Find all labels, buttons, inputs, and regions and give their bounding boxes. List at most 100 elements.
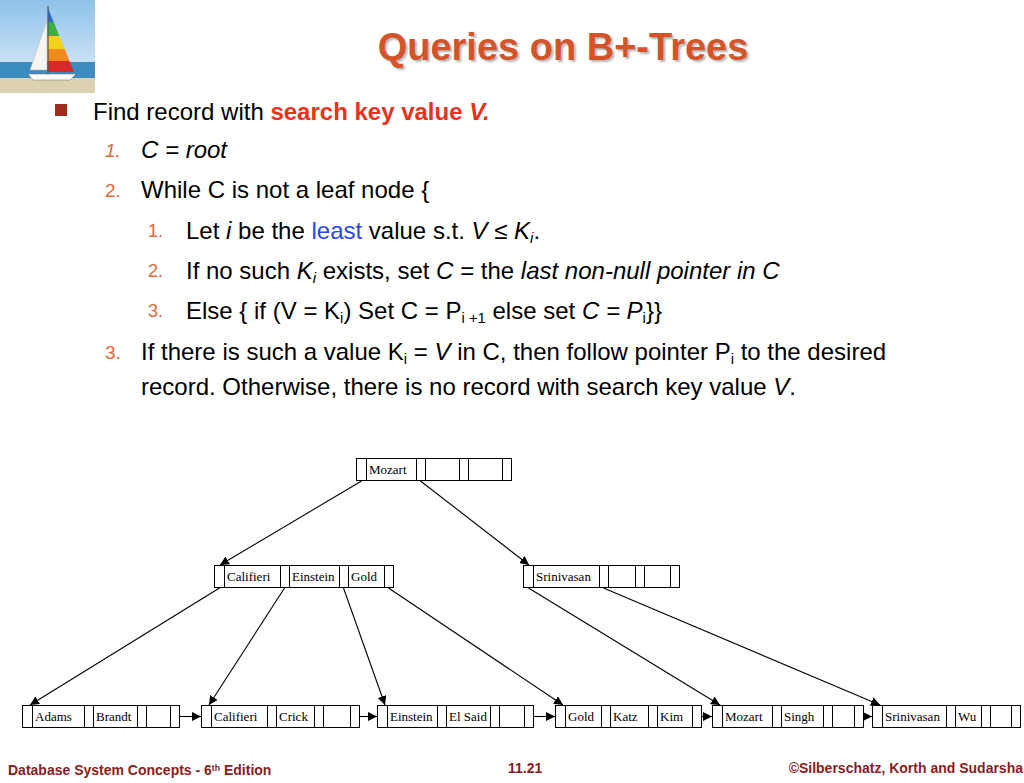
empty-key-slot: [323, 706, 350, 727]
search-key: Singh: [781, 706, 823, 727]
algorithm-text: If no such: [186, 257, 290, 284]
algorithm-text: Database System Concepts - 6: [8, 762, 212, 778]
pointer-slot: [378, 706, 387, 727]
jib-sail: [30, 20, 47, 70]
step-number: 2.: [105, 177, 121, 204]
pointer-slot: [357, 459, 366, 480]
algorithm-text: search key value: [270, 98, 462, 125]
algorithm-text: = the: [460, 257, 514, 284]
leaf-node: Einstein El Said: [377, 705, 534, 728]
search-key: Srinivasan: [533, 566, 599, 587]
pointer-slot: [202, 706, 211, 727]
search-key: Einstein: [387, 706, 437, 727]
algorithm-text: in C, then follow pointer P: [457, 338, 730, 365]
leaf-node: Califieri Crick: [201, 705, 360, 728]
pointer-slot: [524, 706, 533, 727]
bullet-square: [55, 104, 67, 116]
page-number: 11.21: [508, 759, 542, 777]
pointer-slot: [648, 706, 657, 727]
pointer-slot: [137, 706, 146, 727]
copyright: ©Silberschatz, Korth and Sudarsha: [789, 759, 1023, 777]
algorithm-text: }}: [646, 297, 662, 324]
algorithm-text: V ≤ K: [472, 217, 531, 244]
algorithm-text: =: [414, 338, 428, 365]
mast: [47, 6, 48, 76]
search-key: Srinivasan: [882, 706, 946, 727]
step-number: 1.: [105, 137, 121, 164]
empty-key-slot: [608, 566, 635, 587]
pointer-slot: [692, 706, 701, 727]
pointer-slot: [713, 706, 722, 727]
algorithm-text: i: [340, 310, 343, 326]
empty-key-slot: [146, 706, 170, 727]
algorithm-text: i +1: [461, 310, 485, 326]
search-key: Gold: [348, 566, 384, 587]
algorithm-text: C: [436, 257, 453, 284]
pointer-slot: [490, 706, 499, 727]
search-key: Kim: [657, 706, 692, 727]
algorithm-text: i: [530, 230, 533, 246]
pointer-slot: [601, 706, 610, 727]
search-key: Mozart: [722, 706, 772, 727]
pointer-slot: [502, 459, 511, 480]
algorithm-line: Else { if (V = Ki) Set C = Pi +1 else se…: [186, 297, 1006, 332]
algorithm-line: Let i be the least value s.t. V ≤ Ki.: [186, 217, 1006, 252]
pointer-slot: [459, 459, 468, 480]
internal-node: Mozart: [356, 458, 512, 481]
pointer-slot: [823, 706, 832, 727]
search-key: El Said: [446, 706, 490, 727]
algorithm-text: Edition: [224, 762, 271, 778]
main-sail: [40, 6, 80, 73]
algorithm-text: Find record with: [93, 98, 264, 125]
pointer-slot: [873, 706, 882, 727]
step-number: 1.: [148, 218, 163, 245]
pointer-slot: [350, 706, 359, 727]
pointer-slot: [84, 706, 93, 727]
pointer-slot: [339, 566, 348, 587]
algorithm-text: i: [226, 217, 231, 244]
algorithm-text: i: [404, 351, 407, 367]
sibling-pointer: [360, 716, 377, 717]
algorithm-text: .: [789, 373, 796, 400]
algorithm-text: While C is not a leaf node {: [141, 176, 429, 203]
child-pointer: [220, 481, 362, 565]
leaf-node: GoldKatzKim: [555, 705, 702, 728]
algorithm-text: else set: [493, 297, 576, 324]
search-key: Brandt: [93, 706, 137, 727]
pointer-slot: [599, 566, 608, 587]
search-key: Wu: [955, 706, 981, 727]
hull: [28, 74, 76, 80]
sail-band: [40, 22, 80, 36]
search-key: Crick: [276, 706, 314, 727]
pointer-slot: [981, 706, 990, 727]
child-pointer: [30, 588, 220, 705]
algorithm-text: C = root: [141, 136, 227, 163]
internal-node: CalifieriEinsteinGold: [214, 565, 394, 588]
algorithm-text: i: [313, 270, 316, 286]
slide-title: Queries on B+-Trees: [263, 26, 863, 69]
algorithm-text: th: [212, 763, 220, 773]
algorithm-line: If no such Ki exists, set C = the last n…: [186, 257, 1006, 292]
empty-key-slot: [425, 459, 459, 480]
empty-key-slot: [499, 706, 524, 727]
pointer-slot: [215, 566, 224, 587]
search-key: Adams: [32, 706, 84, 727]
sibling-pointer: [534, 716, 555, 717]
algorithm-text: .: [533, 217, 540, 244]
pointer-slot: [1011, 706, 1020, 727]
search-key: Califieri: [211, 706, 267, 727]
algorithm-text: V: [434, 338, 450, 365]
search-key: Gold: [565, 706, 601, 727]
pointer-slot: [23, 706, 32, 727]
sail-band: [40, 6, 80, 22]
algorithm-text: Let: [186, 217, 219, 244]
pointer-slot: [437, 706, 446, 727]
child-pointer: [344, 588, 386, 705]
empty-key-slot: [990, 706, 1011, 727]
pointer-slot: [946, 706, 955, 727]
pointer-slot: [524, 566, 533, 587]
algorithm-text: be the: [238, 217, 305, 244]
sibling-pointer: [180, 716, 201, 717]
algorithm-text: i: [643, 310, 646, 326]
